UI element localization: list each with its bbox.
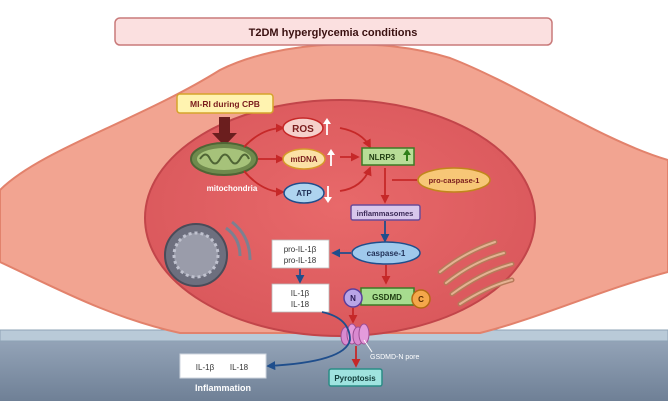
ext-il18-label: IL-18: [230, 363, 249, 372]
nucleus: [144, 99, 536, 337]
atp-down-arrow-icon: [324, 186, 332, 203]
atp-label: ATP: [296, 189, 312, 198]
nlrp3-label: NLRP3: [369, 153, 396, 162]
arrow-atp-nlrp3: [339, 166, 372, 192]
trigger-label: MI-RI during CPB: [190, 99, 260, 109]
vesicle-organelle: [164, 220, 252, 287]
ros-up-arrow-icon: [323, 118, 331, 135]
arrow-ros-nlrp3: [339, 127, 371, 149]
arrow-mito-ros: [243, 123, 285, 148]
pyroptosis-label: Pyroptosis: [334, 374, 376, 383]
arrow-il-release: [266, 311, 351, 371]
pro-caspase-1-label: pro-caspase-1: [429, 176, 480, 185]
inflammasomes-node: inflammasomes: [350, 204, 421, 221]
il1b-label: IL-1β: [291, 289, 310, 298]
mitochondria-label: mitochondria: [207, 184, 258, 193]
gsdmd-n-pore-label: GSDMD-N pore: [370, 354, 420, 361]
atp-node: ATP: [283, 182, 325, 204]
n-terminal-label: N: [350, 294, 356, 303]
ros-label: ROS: [292, 124, 314, 135]
mtdna-node: mtDNA: [282, 148, 326, 170]
pyroptosis-node: Pyroptosis: [328, 368, 383, 387]
mature-cytokines-box: IL-1β IL-18: [271, 283, 330, 313]
il18-label: IL-18: [291, 300, 310, 309]
n-terminal-node: N: [343, 288, 363, 308]
trigger-box: MI-RI during CPB: [176, 93, 274, 114]
caspase-1-node: caspase-1: [351, 241, 421, 265]
inflammation-label: Inflammation: [195, 383, 251, 393]
mtdna-up-arrow-icon: [327, 149, 335, 166]
gsdmd-n-pore-icon: [340, 323, 370, 346]
nlrp3-node: NLRP3: [361, 147, 415, 166]
pro-cytokines-box: pro-IL-1β pro-IL-18: [271, 239, 330, 269]
pro-il18-label: pro-IL-18: [284, 256, 317, 265]
pore-label-leader: [363, 339, 373, 353]
nlrp3-up-arrow-icon: [403, 149, 411, 161]
mitochondria-icon: [190, 142, 258, 176]
page-title: T2DM hyperglycemia conditions: [249, 27, 418, 39]
caspase-1-label: caspase-1: [367, 249, 406, 258]
gsdmd-node: GSDMD: [360, 287, 415, 306]
arrow-mito-atp: [243, 170, 285, 197]
extracellular-cytokines-box: IL-1β IL-18: [179, 353, 267, 379]
trigger-arrow: [212, 117, 237, 146]
c-terminal-label: C: [418, 295, 424, 304]
title-box: T2DM hyperglycemia conditions: [114, 17, 553, 46]
ext-il1b-label: IL-1β: [196, 363, 215, 372]
pro-il1b-label: pro-IL-1β: [284, 245, 317, 254]
mtdna-label: mtDNA: [290, 155, 317, 164]
gsdmd-label: GSDMD: [372, 293, 402, 302]
inflammasomes-label: inflammasomes: [357, 209, 414, 218]
ros-node: ROS: [282, 117, 324, 139]
c-terminal-node: C: [411, 289, 431, 309]
pro-caspase-1-node: pro-caspase-1: [417, 167, 491, 193]
